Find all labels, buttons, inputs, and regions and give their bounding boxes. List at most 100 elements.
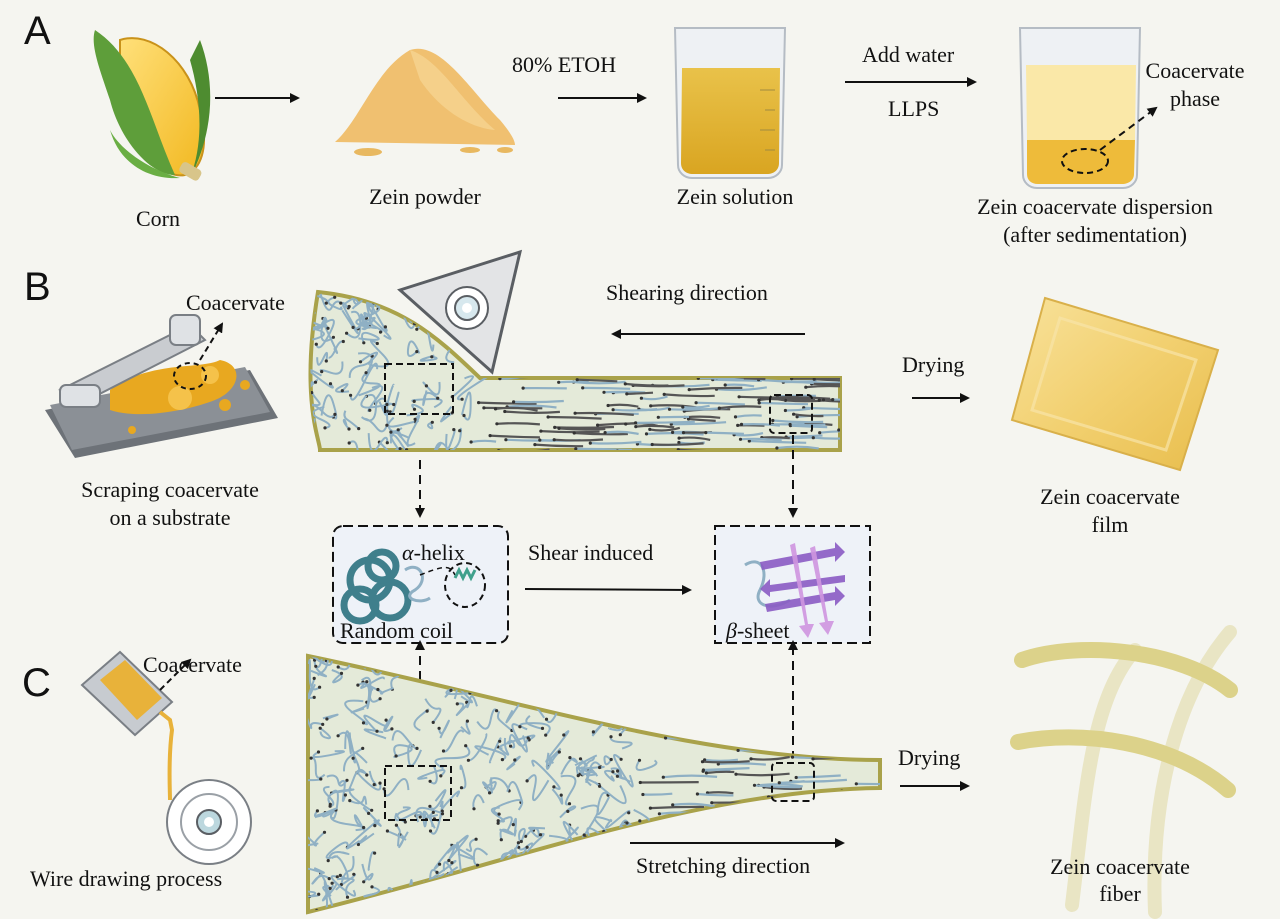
polymer-chain <box>705 676 755 680</box>
polymer-chain <box>447 427 463 450</box>
polymer-chain <box>337 731 352 755</box>
crosslink-dot <box>543 858 547 863</box>
crosslink-dot <box>692 313 696 318</box>
crosslink-dot <box>459 880 463 884</box>
polymer-chain <box>314 807 338 819</box>
crosslink-dot <box>381 912 384 915</box>
crosslink-dot <box>324 301 328 305</box>
crosslink-dot <box>521 386 525 390</box>
polymer-chain <box>605 809 631 829</box>
polymer-chain <box>853 649 879 650</box>
polymer-chain <box>512 817 518 837</box>
crosslink-dot <box>535 318 539 322</box>
polymer-chain <box>445 834 469 864</box>
crosslink-dot <box>582 309 586 313</box>
crosslink-dot <box>525 779 529 783</box>
crosslink-dot <box>316 750 321 754</box>
crosslink-dot <box>503 409 507 414</box>
polymer-chain <box>745 360 777 365</box>
polymer-chain <box>322 713 339 720</box>
zein-powder-label: Zein powder <box>369 184 481 209</box>
polymer-chain <box>325 884 336 912</box>
crosslink-dot <box>635 326 639 331</box>
polymer-chain <box>308 713 323 730</box>
polymer-chain <box>769 833 828 837</box>
crosslink-dot <box>794 775 798 780</box>
crosslink-dot <box>771 418 775 423</box>
crosslink-dot <box>851 649 854 652</box>
fiber-label-line1: Zein coacervate <box>1050 854 1190 879</box>
polymer-chain <box>368 905 404 912</box>
polymer-chain <box>814 377 840 382</box>
crosslink-dot <box>539 339 543 343</box>
crosslink-dot <box>722 319 726 323</box>
polymer-chain <box>360 676 385 689</box>
polymer-chain <box>682 404 710 409</box>
polymer-chain <box>556 361 616 365</box>
crosslink-dot <box>373 851 377 855</box>
polymer-chain <box>624 356 670 360</box>
polymer-chain <box>437 665 471 682</box>
polymer-chain <box>540 309 595 315</box>
crosslink-dot <box>842 845 847 850</box>
crosslink-dot <box>351 756 355 760</box>
crosslink-dot <box>662 392 666 396</box>
crosslink-dot <box>503 340 507 344</box>
crosslink-dot <box>314 664 318 668</box>
polymer-chain <box>749 439 807 444</box>
polymer-chain <box>312 405 331 429</box>
polymer-chain <box>363 311 392 340</box>
polymer-chain <box>699 340 727 345</box>
polymer-chain <box>849 879 880 885</box>
polymer-chain <box>361 676 381 703</box>
crosslink-dot <box>562 733 566 737</box>
polymer-chain <box>805 384 840 390</box>
polymer-chain <box>461 391 472 421</box>
polymer-chain <box>310 324 325 341</box>
crosslink-dot <box>611 315 616 319</box>
crosslink-dot <box>653 898 657 902</box>
crosslink-dot <box>775 446 779 450</box>
crosslink-dot <box>520 318 524 322</box>
polymer-chain <box>881 718 924 719</box>
polymer-chain <box>796 774 841 779</box>
crosslink-dot <box>692 881 696 885</box>
crosslink-dot <box>385 829 389 833</box>
crosslink-dot <box>428 804 432 808</box>
polymer-chain <box>629 660 653 678</box>
polymer-chain <box>741 423 781 427</box>
crosslink-dot <box>701 768 706 772</box>
crosslink-dot <box>383 325 387 329</box>
crosslink-dot <box>563 361 567 365</box>
polymer-chain <box>848 675 880 680</box>
crosslink-dot <box>405 448 409 450</box>
polymer-chain <box>643 357 676 362</box>
crosslink-dot <box>619 649 622 652</box>
polymer-chain <box>349 362 379 401</box>
polymer-chain <box>625 336 683 341</box>
crosslink-dot <box>655 908 659 912</box>
polymer-chain <box>590 879 600 896</box>
crosslink-dot <box>651 649 654 652</box>
crosslink-dot <box>578 757 583 761</box>
polymer-chain <box>308 884 317 898</box>
crosslink-dot <box>299 839 302 842</box>
crosslink-dot <box>817 294 821 298</box>
crosslink-dot <box>685 329 690 333</box>
crosslink-dot <box>794 822 799 827</box>
crosslink-dot <box>588 441 592 445</box>
crosslink-dot <box>347 427 351 431</box>
polymer-chain <box>377 687 394 695</box>
polymer-chain <box>772 419 824 424</box>
polymer-chain <box>620 330 680 334</box>
crosslink-dot <box>654 713 659 718</box>
crosslink-dot <box>566 809 570 814</box>
polymer-chain <box>703 767 750 772</box>
crosslink-dot <box>430 355 434 359</box>
polymer-chain <box>322 785 335 808</box>
crosslink-dot <box>552 785 556 789</box>
crosslink-dot <box>504 350 509 354</box>
dispersion-label-line2: (after sedimentation) <box>1003 222 1187 247</box>
